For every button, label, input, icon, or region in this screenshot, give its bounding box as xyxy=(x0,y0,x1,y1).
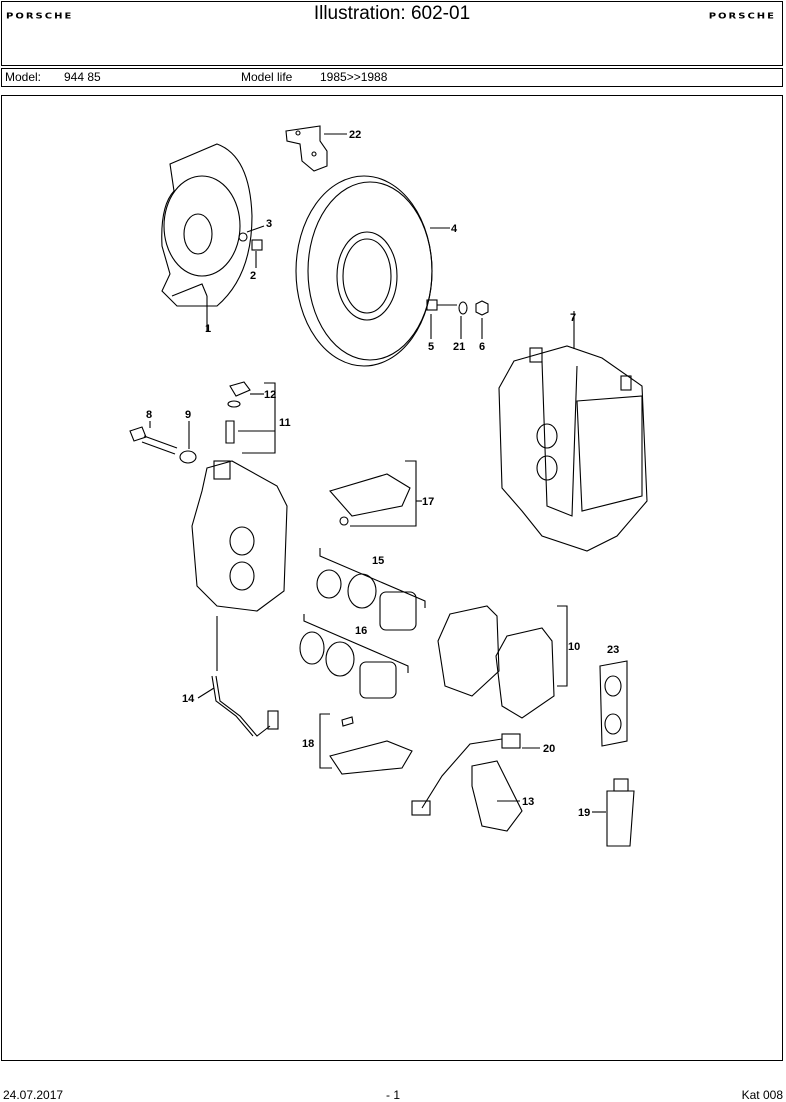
part-piston-set-16 xyxy=(299,614,409,699)
callout-10: 10 xyxy=(568,641,580,653)
model-life-label: Model life xyxy=(241,70,293,84)
part-piston-set-15 xyxy=(316,548,426,631)
callout-2: 2 xyxy=(250,270,256,282)
page-title: Illustration: 602-01 xyxy=(313,3,471,24)
callout-14: 14 xyxy=(182,693,195,705)
callout-17: 17 xyxy=(422,496,434,508)
part-bleeder-11-cap-12 xyxy=(225,381,276,454)
part-bolt-5-washer-21-nut-6 xyxy=(426,299,489,339)
model-label: Model: xyxy=(5,70,42,84)
brake-assembly-diagram: 1 2 3 4 5 6 7 8 9 10 11 12 13 14 15 16 1… xyxy=(129,125,648,847)
part-splash-shield-1 xyxy=(161,143,253,331)
callout-18: 18 xyxy=(302,738,314,750)
part-clips-18 xyxy=(319,713,413,775)
callout-9: 9 xyxy=(185,409,191,421)
model-bar: Model: 944 85 Model life 1985>>1988 xyxy=(1,68,783,87)
callout-1: 1 xyxy=(205,323,211,335)
callout-6: 6 xyxy=(479,341,485,353)
callout-16: 16 xyxy=(355,625,367,637)
callout-7: 7 xyxy=(570,312,576,324)
footer-catalog: Kat 008 xyxy=(741,1088,783,1102)
callout-4: 4 xyxy=(451,223,458,235)
footer-page: - 1 xyxy=(386,1088,401,1102)
part-caliper-assembly-7 xyxy=(498,311,648,552)
callout-8: 8 xyxy=(146,409,152,421)
callout-22: 22 xyxy=(349,129,361,141)
callout-12: 12 xyxy=(264,389,276,401)
part-bracket-22 xyxy=(285,125,347,172)
callout-23: 23 xyxy=(607,644,619,656)
model-life-value: 1985>>1988 xyxy=(320,70,388,84)
callout-labels: 1 2 3 4 5 6 7 8 9 10 11 12 13 14 15 16 1… xyxy=(146,129,619,819)
illustration-panel: 1 2 3 4 5 6 7 8 9 10 11 12 13 14 15 16 1… xyxy=(1,95,783,1061)
part-wire-clip-13 xyxy=(471,760,523,832)
part-bolt-8-washer-9 xyxy=(129,421,197,464)
porsche-logo-right: PORSCHE xyxy=(708,12,776,21)
part-wear-sensor-20 xyxy=(411,733,540,816)
part-brake-pads-10 xyxy=(437,605,568,719)
part-brake-hose-14 xyxy=(197,675,279,737)
callout-13: 13 xyxy=(522,796,534,808)
porsche-logo-left: PORSCHE xyxy=(6,12,74,21)
model-value: 944 85 xyxy=(64,70,101,84)
part-spring-17 xyxy=(329,460,422,527)
callout-20: 20 xyxy=(543,743,555,755)
part-brake-disc-4 xyxy=(295,175,450,367)
header-box: PORSCHE Illustration: 602-01 PORSCHE xyxy=(1,1,783,66)
part-grease-tube-19 xyxy=(592,778,635,847)
callout-3: 3 xyxy=(266,218,272,230)
callout-11: 11 xyxy=(279,417,291,429)
part-screw-2-washer-3 xyxy=(238,225,265,268)
part-caliper-housing xyxy=(191,460,288,671)
callout-21: 21 xyxy=(453,341,465,353)
callout-15: 15 xyxy=(372,555,384,567)
callout-19: 19 xyxy=(578,807,590,819)
part-seal-23 xyxy=(599,660,628,747)
callout-5: 5 xyxy=(428,341,434,353)
footer-date: 24.07.2017 xyxy=(3,1088,64,1102)
